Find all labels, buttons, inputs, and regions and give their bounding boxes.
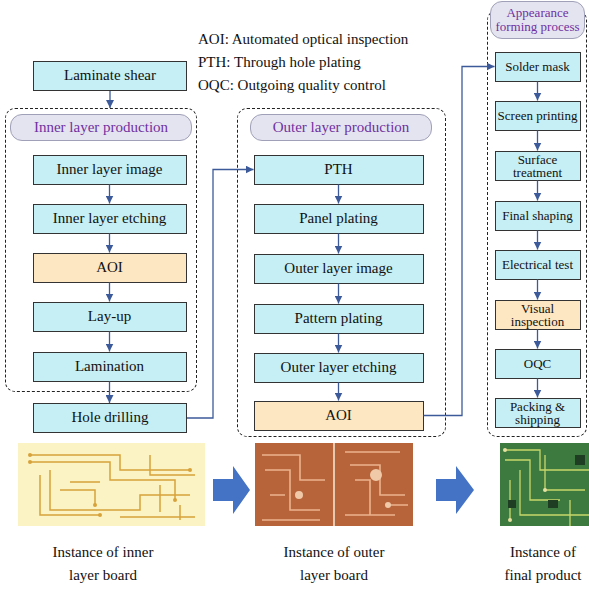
inspection-box: Visual inspection [495, 300, 581, 330]
step-label: Visual inspection [498, 302, 578, 328]
process-box: Panel plating [254, 204, 424, 234]
process-box: Screen printing [495, 101, 581, 131]
board-pads [295, 469, 391, 508]
step-label: Outer layer etching [281, 360, 397, 376]
flow-arrow [338, 334, 339, 353]
board-chips [508, 455, 585, 508]
process-box: PTH [254, 155, 424, 185]
board-pads [503, 448, 547, 522]
step-label: AOI [325, 408, 352, 424]
process-box: Hole drilling [33, 403, 187, 433]
step-label: Pattern plating [295, 311, 383, 327]
note-label: OQC: Outgoing quality control [198, 76, 488, 94]
process-box: Inner layer etching [33, 204, 187, 234]
process-box: OQC [495, 349, 581, 379]
step-label: Hole drilling [71, 410, 148, 426]
flow-arrow [537, 280, 538, 300]
process-box: Inner layer image [33, 155, 187, 185]
flow-arrow [187, 170, 254, 419]
process-box: Lamination [33, 352, 187, 382]
step-label: Surface treatment [498, 153, 578, 179]
block-arrow [436, 466, 474, 514]
caption: Instance of outer layer board [269, 541, 399, 587]
step-label: Packing & shipping [498, 400, 578, 426]
caption: Instance of final product [497, 541, 589, 587]
process-box: Electrical test [495, 250, 581, 280]
flow-arrow [537, 330, 538, 349]
board-traces [30, 455, 195, 520]
step-label: OQC [524, 357, 551, 370]
board-pads [28, 453, 192, 517]
step-label: Final shaping [502, 209, 572, 222]
block-arrow [213, 466, 250, 514]
step-label: Solder mask [505, 60, 570, 73]
flow-arrow [109, 234, 110, 253]
process-box: Solder mask [495, 52, 581, 82]
final-board-image [500, 443, 589, 526]
flow-arrow [109, 91, 110, 108]
step-label: Lay-up [88, 309, 131, 325]
inner-layer-board-image [18, 443, 205, 526]
flow-arrow [109, 185, 110, 204]
process-box: Packing & shipping [495, 398, 581, 428]
board-traces [505, 450, 589, 526]
step-label: AOI [96, 260, 123, 276]
step-label: Electrical test [502, 258, 573, 271]
flow-arrow [537, 131, 538, 151]
process-box: Lay-up [33, 302, 187, 332]
group-heading: Outer layer production [250, 114, 432, 141]
board-divider [333, 443, 335, 526]
board-copper [255, 443, 413, 526]
flow-arrow [109, 382, 110, 404]
flow-arrow [338, 383, 339, 401]
step-label: Lamination [75, 359, 144, 375]
note-label: AOI: Automated optical inspection [198, 30, 488, 48]
flow-arrow [537, 379, 538, 398]
process-box: Laminate shear [33, 61, 187, 91]
board-traces [262, 452, 408, 520]
note-label: PTH: Through hole plating [198, 53, 488, 71]
group-heading: Appearance forming process [490, 1, 585, 39]
process-group: Inner layer productionInner layer imageI… [5, 108, 197, 392]
step-label: Inner layer image [57, 162, 163, 178]
flow-arrow [109, 332, 110, 352]
flow-arrow [109, 283, 110, 302]
group-heading: Inner layer production [10, 114, 192, 141]
process-box: Outer layer image [254, 254, 424, 284]
step-label: Panel plating [299, 211, 378, 227]
board-substrate [18, 443, 205, 526]
flow-arrow [424, 67, 495, 416]
flow-arrow [537, 231, 538, 250]
process-box: Surface treatment [495, 151, 581, 181]
caption: Instance of inner layer board [38, 541, 168, 587]
flow-arrow [338, 185, 339, 204]
process-box: Final shaping [495, 201, 581, 231]
inspection-box: AOI [33, 253, 187, 283]
flow-arrow [537, 82, 538, 101]
step-label: Inner layer etching [53, 211, 166, 227]
step-label: Screen printing [498, 109, 578, 122]
step-label: Laminate shear [64, 68, 156, 84]
process-box: Pattern plating [254, 304, 424, 334]
step-label: Outer layer image [284, 261, 392, 277]
outer-layer-board-image [255, 443, 413, 526]
process-box: Outer layer etching [254, 353, 424, 383]
flow-arrow [537, 181, 538, 201]
step-label: PTH [324, 162, 352, 178]
board-solder-mask [500, 443, 589, 526]
flow-arrow [338, 234, 339, 254]
process-group: Appearance forming processSolder maskScr… [487, 10, 587, 437]
flow-arrow [338, 284, 339, 304]
inspection-box: AOI [254, 401, 424, 431]
process-group: Outer layer productionPTH Panel platingOu… [237, 108, 446, 437]
